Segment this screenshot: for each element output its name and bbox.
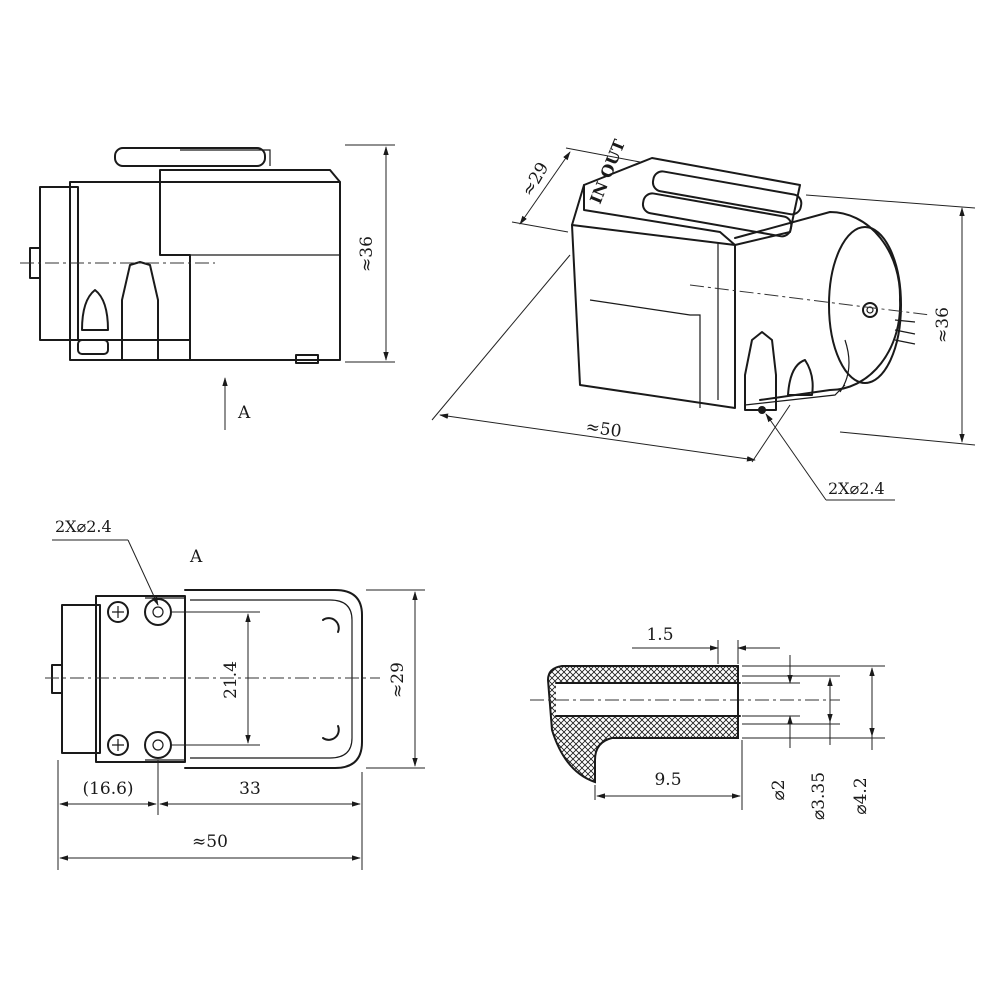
iso-tube-out: [641, 192, 793, 238]
iso-nozzle: [744, 331, 777, 411]
side-height-label: ≈36: [357, 236, 377, 272]
mount-hole-bottom: [144, 731, 172, 759]
isometric-view: IN OUT ≈29 ≈36 ≈50 2X⌀2.4: [431, 137, 976, 501]
top-cap-outline: [184, 589, 363, 769]
top-span-label: 21.4: [221, 661, 241, 699]
nozzle-right: [121, 261, 159, 361]
iso-pump-body: [571, 224, 736, 409]
iso-holes-label: 2X⌀2.4: [828, 479, 885, 498]
top-length-label: ≈50: [192, 832, 228, 852]
view-arrow-label: A: [237, 403, 251, 423]
top-width-label: ≈29: [388, 662, 408, 698]
tube-length-label: 9.5: [654, 770, 681, 790]
screw-bottom: [107, 734, 129, 756]
iso-length-label: ≈50: [584, 417, 622, 442]
screw-top: [107, 601, 129, 623]
tube-d2-label: ⌀3.35: [809, 772, 829, 820]
pump-body: [69, 181, 341, 361]
top-holes-label: 2X⌀2.4: [55, 517, 112, 536]
iso-height-label: ≈36: [933, 307, 953, 343]
iso-motor-face: [828, 226, 902, 384]
tube-wall-label: 1.5: [646, 625, 673, 645]
iso-width-label: ≈29: [518, 159, 553, 200]
tube-d3-label: ⌀4.2: [851, 777, 871, 814]
top-mid-label: 33: [239, 779, 261, 799]
top-view: 2X⌀2.4 A 21.4 ≈29 (16.6) 33 ≈50: [45, 517, 425, 870]
top-left-label: (16.6): [82, 779, 133, 799]
top-view-label: A: [189, 547, 203, 567]
tube-detail: 1.5 9.5 ⌀2 ⌀3.35 ⌀4.2: [530, 625, 885, 820]
side-view: ≈36 A: [20, 144, 395, 430]
top-cap: [159, 169, 341, 183]
iso-port-text: IN OUT: [586, 137, 629, 207]
top-motor: [61, 604, 101, 754]
tube-d1-label: ⌀2: [769, 779, 789, 800]
top-pump-body: [95, 595, 186, 763]
mount-hole-top: [144, 598, 172, 626]
nozzle-left: [81, 289, 109, 331]
iso-tube-in: [651, 170, 803, 216]
top-tube: [114, 147, 266, 167]
